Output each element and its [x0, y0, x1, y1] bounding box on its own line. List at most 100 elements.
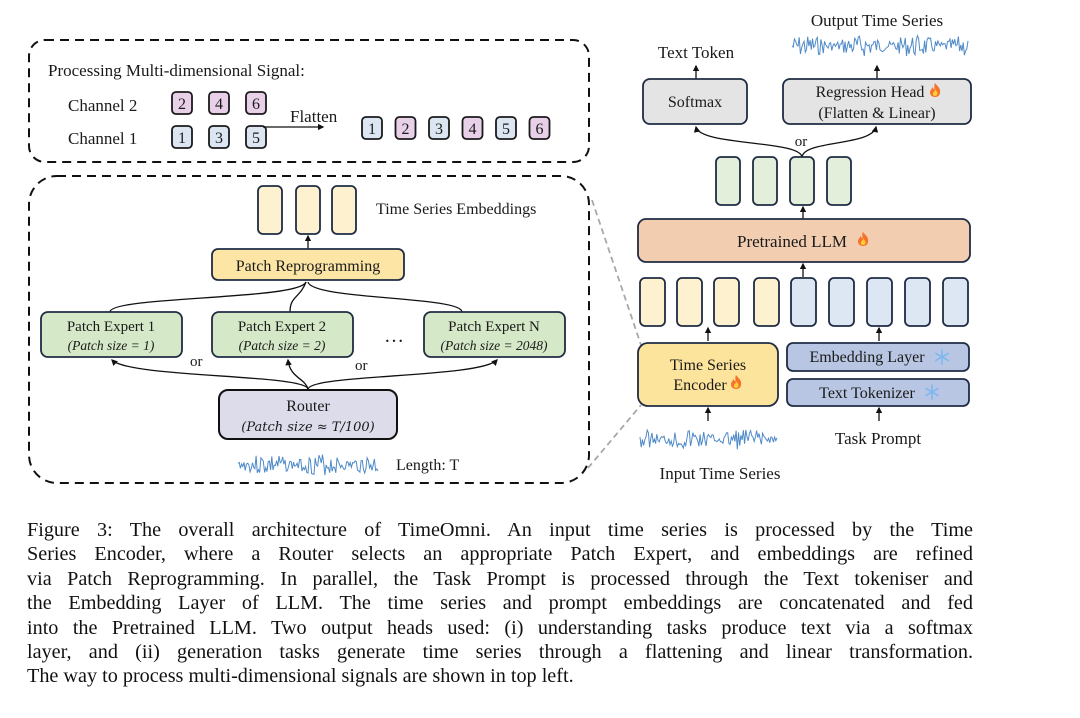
- signal-token: 3: [428, 116, 450, 140]
- caption-line: Figure 3: The overall architecture of Ti…: [27, 519, 973, 541]
- token-number: 2: [178, 96, 186, 113]
- expert-detail: (Patch size = 2048): [441, 338, 548, 353]
- expert-detail: (Patch size = 2): [239, 338, 326, 353]
- regression-head-label: Regression Head: [816, 84, 925, 101]
- signal-token: 4: [208, 91, 230, 115]
- encoder-label-line1: Time Series: [670, 357, 746, 374]
- signal-token: 2: [171, 91, 193, 115]
- router-box: Router (Patch size ≈ T/100): [218, 389, 398, 440]
- ts-embedding-token: [295, 185, 321, 235]
- token-number: 5: [502, 121, 510, 138]
- connector: [307, 359, 498, 390]
- token-number: 5: [252, 130, 260, 147]
- token-number: 3: [435, 121, 443, 138]
- pretrained-llm-label: Pretrained LLM: [737, 232, 847, 251]
- prompt-embedding-token: [790, 277, 817, 327]
- prompt-embedding-token: [866, 277, 893, 327]
- text-token-label: Text Token: [658, 43, 735, 62]
- output-token: [789, 156, 815, 206]
- softmax-label: Softmax: [668, 94, 722, 111]
- output-token: [715, 156, 741, 206]
- or-label: or: [355, 358, 368, 374]
- encoder-detail-panel: [28, 175, 590, 484]
- expert-name: Patch Expert N: [448, 319, 540, 335]
- signal-token: 5: [245, 125, 267, 149]
- signal-token: 6: [245, 91, 267, 115]
- output-token: [826, 156, 852, 206]
- connector: [693, 125, 803, 158]
- token-number: 4: [215, 96, 223, 113]
- connector: [111, 359, 309, 390]
- signal-token: 3: [208, 125, 230, 149]
- connector: [109, 281, 307, 313]
- signal-token: 4: [461, 116, 484, 140]
- waveform-line: [791, 33, 969, 57]
- token-number: 6: [536, 121, 544, 138]
- connector: [285, 358, 309, 390]
- patch-reprogramming-box: [211, 248, 405, 281]
- embedding-layer-label: Embedding Layer: [809, 349, 925, 366]
- zoom-guide-line-top: [591, 199, 642, 346]
- patch-expert-n: Patch Expert N (Patch size = 2048): [423, 311, 566, 358]
- patch-reprogramming-label: Patch Reprogramming: [236, 258, 380, 275]
- ts-embedding-token: [331, 185, 357, 235]
- caption-line: into the Pretrained LLM. Two output head…: [27, 616, 973, 639]
- expert-name: Patch Expert 2: [238, 319, 326, 335]
- embeddings-label: Time Series Embeddings: [376, 201, 536, 218]
- token-number: 6: [252, 96, 260, 113]
- ts-embedding-token: [676, 277, 703, 327]
- token-number: 2: [402, 121, 410, 138]
- token-number: 1: [368, 121, 376, 138]
- signal-token: 5: [495, 116, 517, 140]
- or-label: or: [190, 354, 203, 370]
- patch-expert-2: Patch Expert 2 (Patch size = 2): [211, 311, 354, 358]
- waveform-line: [237, 454, 379, 476]
- softmax-box: Softmax: [642, 78, 748, 125]
- token-number: 1: [178, 130, 186, 147]
- output-token: [752, 156, 778, 206]
- flatten-label: Flatten: [290, 107, 338, 126]
- regression-head-box: Regression Head (Flatten & Linear): [782, 78, 972, 125]
- task-prompt-label: Task Prompt: [835, 429, 921, 448]
- waveform-input: [639, 428, 778, 450]
- ts-embedding-token: [639, 277, 666, 327]
- caption-line: Series Encoder, where a Router selects a…: [27, 543, 973, 566]
- waveform-length-t: [237, 454, 379, 476]
- channel1-label: Channel 1: [68, 129, 137, 148]
- ts-embedding-token: [257, 185, 283, 235]
- ellipsis: …: [384, 325, 404, 347]
- or-label: or: [795, 134, 808, 150]
- prompt-embedding-token: [904, 277, 931, 327]
- connector: [801, 125, 879, 158]
- output-time-series-label: Output Time Series: [811, 11, 943, 30]
- signal-token: 1: [361, 116, 383, 140]
- caption-line: The way to process multi-dimensional sig…: [27, 665, 574, 688]
- channel2-label: Channel 2: [68, 96, 137, 115]
- figure-caption: Figure 3: The overall architecture of Ti…: [27, 518, 973, 689]
- text-tokenizer-label: Text Tokenizer: [819, 385, 915, 402]
- signal-token: 2: [394, 116, 417, 140]
- signal-token: 6: [528, 116, 551, 140]
- ts-embedding-token: [753, 277, 780, 327]
- caption-line: layer, and (ii) generation tasks generat…: [27, 641, 973, 664]
- prompt-embedding-token: [828, 277, 855, 327]
- patch-expert-1: Patch Expert 1 (Patch size = 1): [40, 311, 183, 358]
- waveform-output: [791, 33, 969, 57]
- prompt-embedding-token: [942, 277, 969, 327]
- waveform-line: [639, 428, 778, 450]
- zoom-guide-line-bottom: [587, 404, 642, 469]
- expert-detail: (Patch size = 1): [68, 338, 155, 353]
- caption-line: via Patch Reprogramming. In parallel, th…: [27, 567, 973, 590]
- architecture-diagram: Processing Multi-dimensional Signal: Cha…: [28, 11, 972, 484]
- pretrained-llm-box: Pretrained LLM: [637, 218, 971, 263]
- connector: [307, 281, 463, 313]
- encoder-label-line2: Encoder: [673, 377, 727, 394]
- connector: [289, 281, 307, 313]
- multi-dim-title: Processing Multi-dimensional Signal:: [48, 61, 305, 80]
- regression-head-detail: (Flatten & Linear): [818, 105, 935, 122]
- expert-name: Patch Expert 1: [67, 319, 155, 335]
- embedding-layer-box: Embedding Layer: [786, 342, 970, 372]
- ts-embedding-token: [713, 277, 740, 327]
- router-label: Router: [286, 398, 330, 415]
- token-number: 3: [215, 130, 223, 147]
